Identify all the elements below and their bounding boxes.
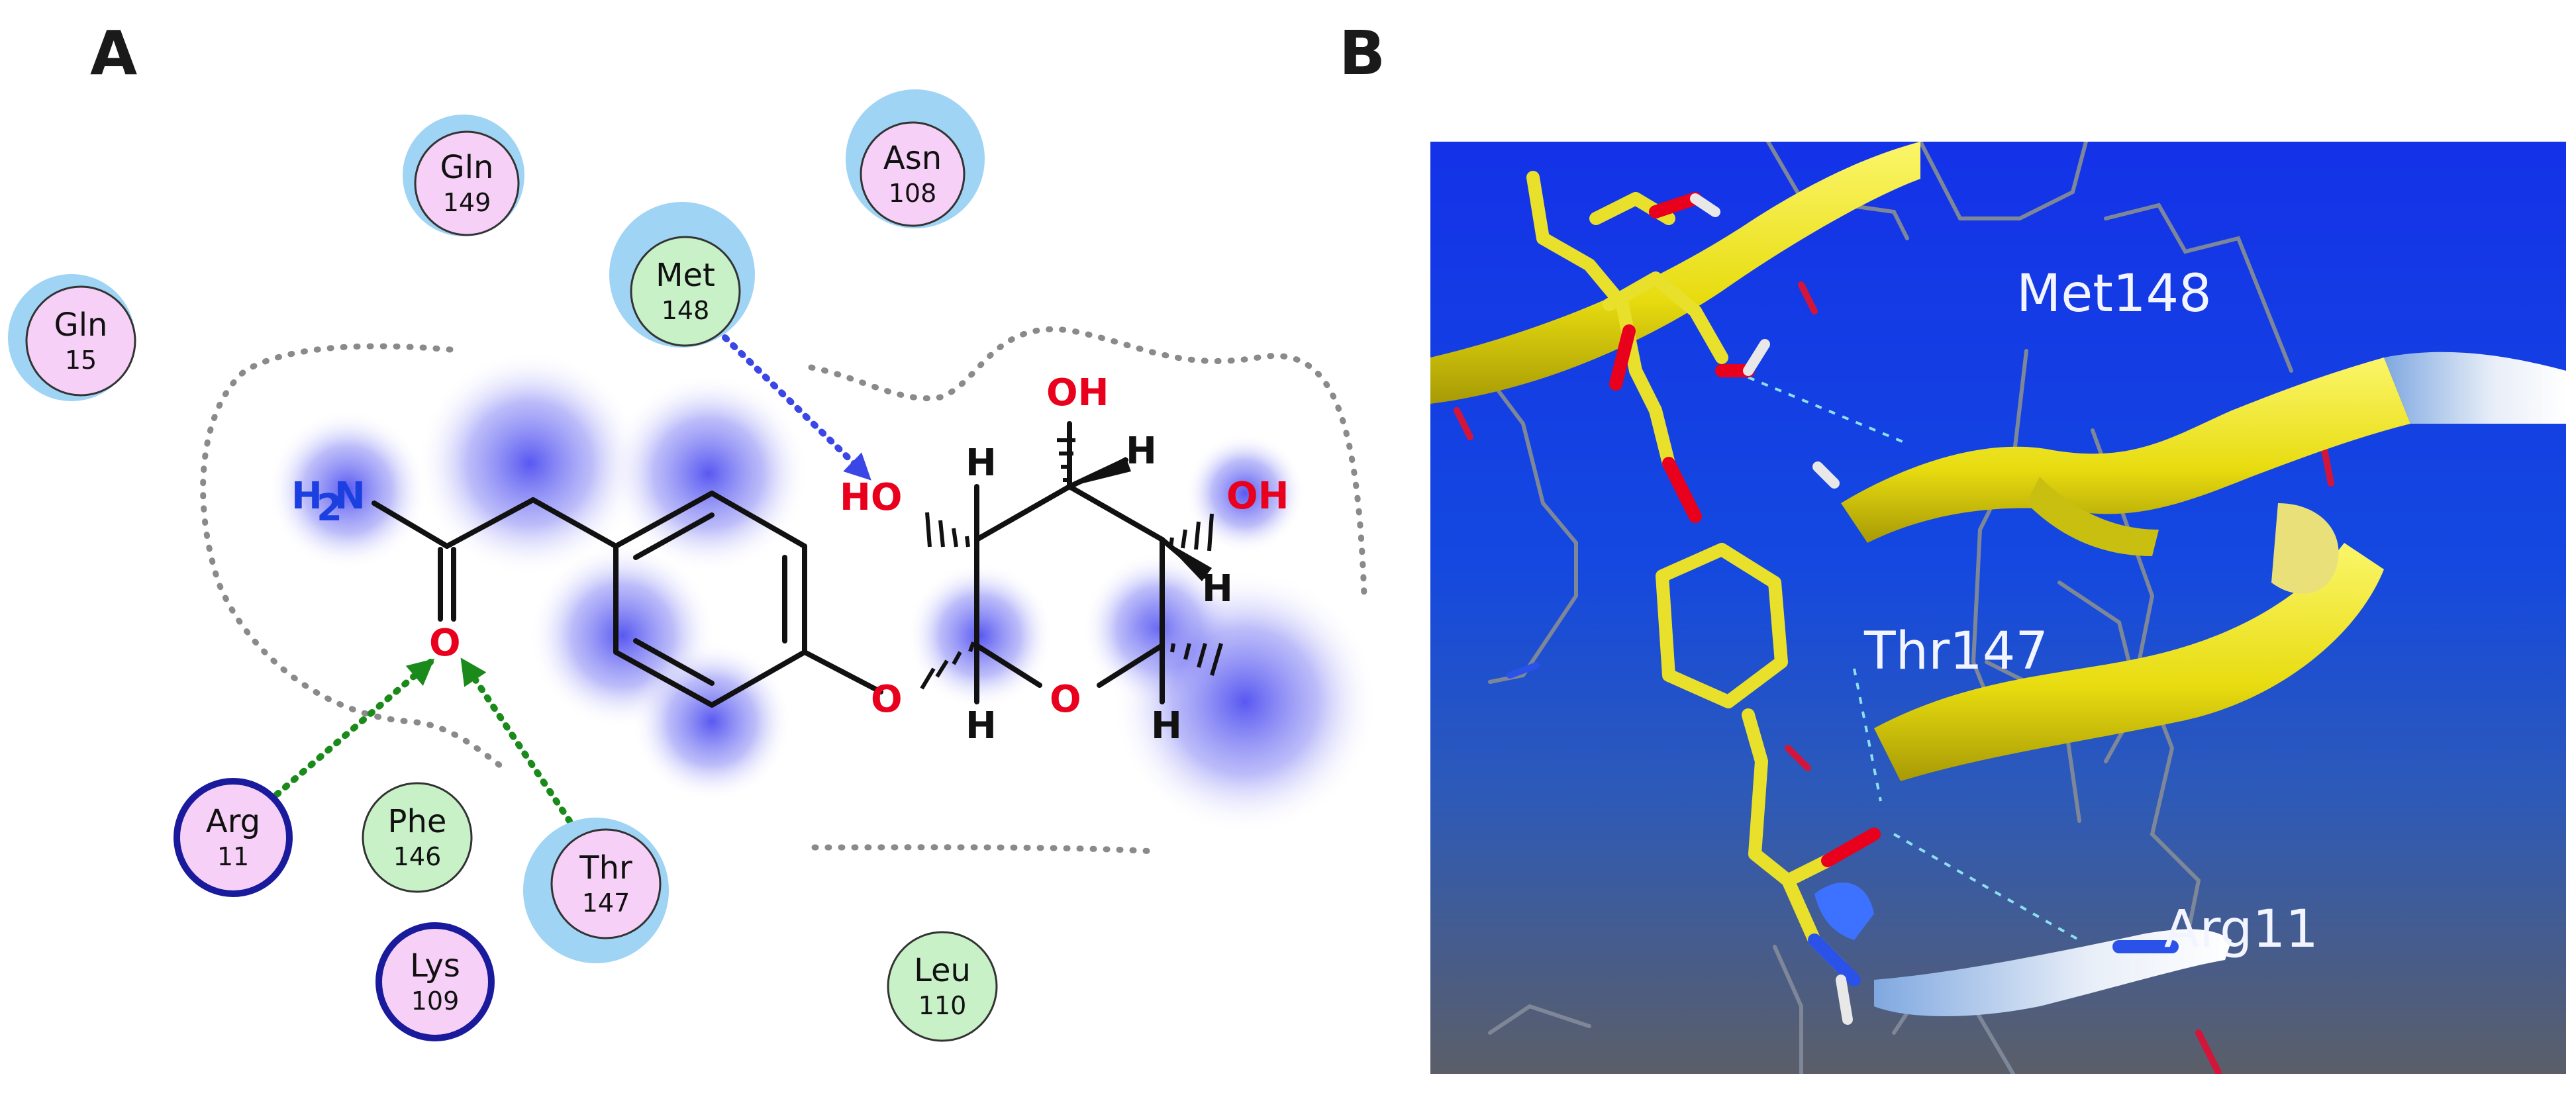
residue-disc <box>25 285 136 397</box>
ligand-nitrogen-sticks <box>1808 933 2179 986</box>
atom-oh-c4: OH <box>1226 475 1289 518</box>
residue-disc <box>173 778 293 897</box>
ribbon-fold <box>2026 477 2159 556</box>
atom-oh-c3: OH <box>1046 371 1109 414</box>
residue-number: 110 <box>918 991 967 1020</box>
contact-blob <box>907 563 1053 708</box>
atom-o-ether: O <box>871 678 903 721</box>
residue-number: 149 <box>443 188 491 217</box>
residue-number: 11 <box>217 842 249 871</box>
residue-number: 147 <box>582 888 630 918</box>
atom-o-carbonyl: O <box>429 622 461 665</box>
ligand-hydrogen-sticks <box>1690 193 1853 1025</box>
atom-h-c3: H <box>1126 430 1157 473</box>
residue-name: Met <box>656 257 715 294</box>
panel-a-label: A <box>90 18 137 89</box>
residue-disc <box>362 782 473 893</box>
hbond-interactions <box>273 334 871 824</box>
residue-name: Phe <box>388 803 447 840</box>
atom-h: H <box>291 475 322 518</box>
ligand-skeleton <box>372 421 1208 708</box>
residue-thr-147: Thr147 <box>523 818 669 963</box>
atom-subscript-2: 2 <box>317 487 342 530</box>
ribbon-end <box>2271 503 2339 594</box>
pocket-outline-right <box>808 326 1367 599</box>
residue-number: 109 <box>411 986 460 1016</box>
structure-view: Met148 Thr147 Arg11 <box>1430 142 2566 1074</box>
residue-name: Arg <box>206 803 260 840</box>
ligand-oxygen-sticks <box>1609 192 1881 867</box>
ligand-sticks <box>1526 171 1848 973</box>
residue-arg-11: Arg11 <box>173 778 293 897</box>
pocket-outline-left <box>200 343 507 771</box>
atom-labels: H 2 N O O O HO OH OH H H H H H <box>291 371 1289 747</box>
residue-name: Lys <box>410 947 460 984</box>
residue-name: Gln <box>440 149 494 186</box>
ribbon-blue-fragment <box>1814 882 1874 940</box>
contact-blob <box>1113 569 1377 834</box>
contact-blob <box>417 351 642 576</box>
atom-h-c5: H <box>1151 704 1182 747</box>
atom-ho-c2: HO <box>840 476 902 519</box>
label-met148: Met148 <box>2016 264 2212 324</box>
residue-number: 15 <box>65 346 97 375</box>
contact-blob <box>609 374 808 573</box>
stereo-wedges <box>920 438 1223 690</box>
ribbon-helix <box>1874 543 2384 781</box>
residue-name: Asn <box>883 140 942 177</box>
residue-disc <box>550 828 662 939</box>
pocket-outline <box>200 326 1367 855</box>
contact-blob <box>1185 434 1305 553</box>
hbond-met148 <box>722 334 871 481</box>
atom-n: N <box>334 475 366 518</box>
residue-disc <box>887 931 998 1042</box>
stereo-wedge-solid <box>1069 457 1131 487</box>
atom-h-c2: H <box>966 704 997 747</box>
residue-number: 108 <box>889 179 937 208</box>
hbond-thr147 <box>460 657 573 824</box>
residue-disc <box>630 236 741 347</box>
residue-name: Thr <box>579 849 632 886</box>
panel-b-label: B <box>1339 18 1385 89</box>
atom-h-c4: H <box>1202 567 1233 610</box>
residue-name: Gln <box>54 307 108 344</box>
residue-disc <box>860 121 966 227</box>
structure-hbonds <box>1748 376 2080 941</box>
yellow-ribbons <box>1430 142 2566 1016</box>
residue-number: 148 <box>662 296 710 325</box>
ribbon-helix <box>1841 358 2410 543</box>
label-thr147: Thr147 <box>1863 622 2048 681</box>
contact-blob <box>268 410 427 569</box>
contact-blob <box>632 642 791 801</box>
label-arg11: Arg11 <box>2164 900 2318 959</box>
ribbon-strand <box>1430 142 1920 404</box>
residue-met-148: Met148 <box>609 202 755 348</box>
atom-o-ring: O <box>1050 678 1081 721</box>
residue-name: Leu <box>914 952 971 989</box>
residue-number: 146 <box>393 842 442 871</box>
atom-h-c1: H <box>966 442 997 485</box>
residue-disc <box>375 922 495 1041</box>
hbond-arg11 <box>273 658 435 798</box>
stereo-wedge-solid <box>1162 540 1212 581</box>
ribbon-tail <box>2384 352 2566 424</box>
pocket-outline-bottom <box>811 844 1159 855</box>
residue-disc <box>414 130 520 236</box>
